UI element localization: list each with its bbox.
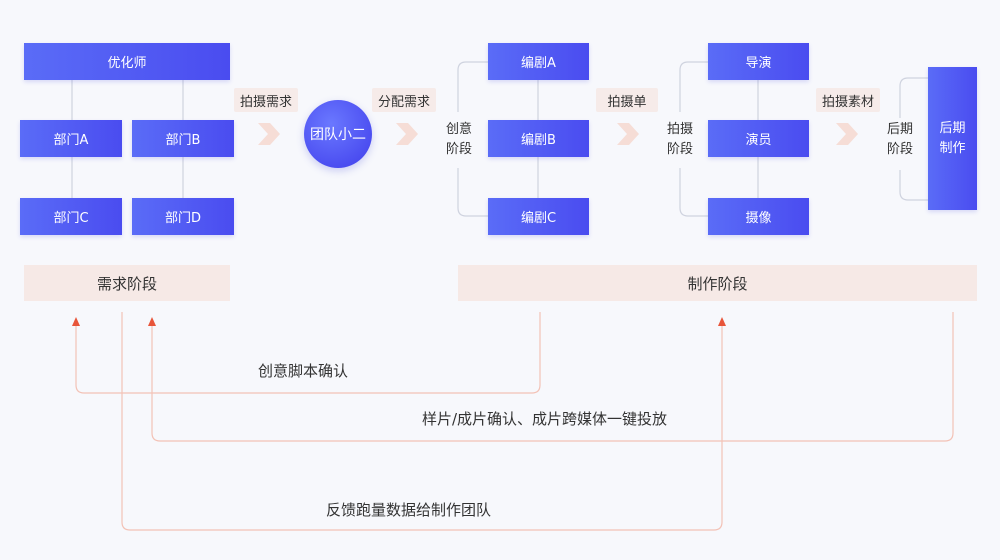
phase-shooting-line2: 阶段 (666, 142, 693, 157)
node-team: 团队小二 (304, 100, 372, 168)
node-director-label: 导演 (745, 56, 772, 71)
tag-shoot-request: 拍摄需求 (234, 88, 298, 112)
node-director: 导演 (708, 43, 809, 80)
stage-production-label: 制作阶段 (687, 274, 748, 293)
phase-post-line1: 后期 (886, 122, 913, 137)
phase-shooting: 拍摄 阶段 (665, 120, 695, 160)
phase-post: 后期 阶段 (885, 120, 915, 160)
node-optimizer: 优化师 (24, 43, 230, 80)
node-dept-b-label: 部门B (165, 133, 201, 148)
node-actor: 演员 (708, 120, 809, 157)
stage-demand: 需求阶段 (24, 265, 230, 301)
node-dept-a-label: 部门A (53, 133, 89, 148)
node-dept-c: 部门C (20, 198, 122, 235)
stage-production: 制作阶段 (458, 265, 977, 301)
node-writer-c-label: 编剧C (520, 211, 557, 226)
tag-shoot-order-label: 拍摄单 (607, 94, 647, 110)
phase-creative-line1: 创意 (445, 122, 472, 137)
node-dept-a: 部门A (20, 120, 122, 157)
phase-creative-line2: 阶段 (445, 142, 472, 157)
node-writer-b: 编剧B (488, 120, 589, 157)
phase-shooting-line1: 拍摄 (666, 122, 693, 137)
stage-demand-label: 需求阶段 (96, 274, 157, 293)
node-writer-a-label: 编剧A (521, 56, 556, 71)
node-writer-c: 编剧C (488, 198, 589, 235)
feedback-lines (75, 312, 954, 531)
node-post-production: 后期 制作 (928, 67, 977, 210)
feedback-script-confirm: 创意脚本确认 (258, 362, 349, 380)
feedback-sample-confirm: 样片/成片确认、成片跨媒体一键投放 (422, 410, 668, 428)
flow-chevrons (258, 123, 858, 145)
node-writer-b-label: 编剧B (521, 133, 556, 148)
feedback-data: 反馈跑量数据给制作团队 (326, 501, 492, 519)
feedback-arrowheads (72, 317, 726, 326)
node-dept-b: 部门B (132, 120, 234, 157)
node-post-line1: 后期 (939, 120, 966, 136)
phase-post-line2: 阶段 (886, 142, 913, 157)
phase-creative: 创意 阶段 (444, 120, 474, 160)
node-dept-d-label: 部门D (164, 211, 201, 226)
node-post-line2: 制作 (939, 140, 966, 156)
node-team-label: 团队小二 (310, 127, 366, 143)
tag-shoot-order: 拍摄单 (596, 88, 658, 112)
tag-assign-request: 分配需求 (372, 88, 436, 112)
tag-shoot-request-label: 拍摄需求 (239, 94, 292, 110)
tag-shoot-material: 拍摄素材 (816, 88, 880, 112)
node-dept-d: 部门D (132, 198, 234, 235)
tag-assign-request-label: 分配需求 (377, 94, 430, 110)
tag-shoot-material-label: 拍摄素材 (821, 94, 874, 110)
node-actor-label: 演员 (745, 133, 772, 148)
node-dept-c-label: 部门C (53, 211, 89, 226)
node-camera-label: 摄像 (745, 211, 772, 226)
node-optimizer-label: 优化师 (107, 56, 147, 71)
node-writer-a: 编剧A (488, 43, 589, 80)
node-camera: 摄像 (708, 198, 809, 235)
